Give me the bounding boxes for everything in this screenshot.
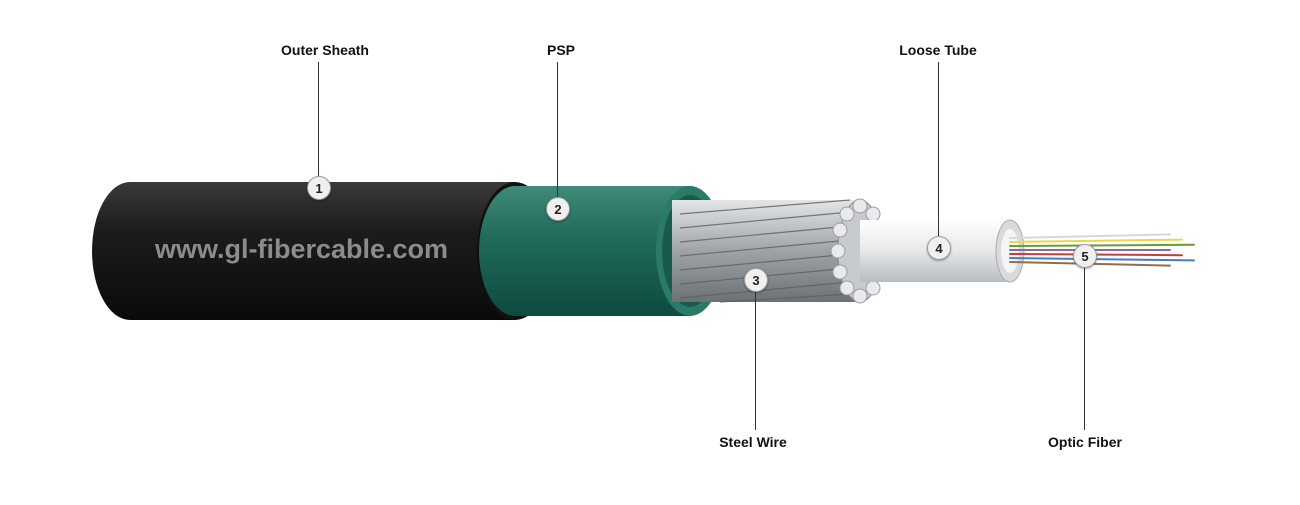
leader-line-steel-wire — [755, 292, 756, 430]
leader-line-loose-tube — [938, 62, 939, 236]
label-psp: PSP — [546, 42, 576, 58]
callout-badge-1: 1 — [307, 176, 331, 200]
label-outer-sheath: Outer Sheath — [281, 42, 369, 58]
callout-badge-3: 3 — [744, 268, 768, 292]
callout-badge-4: 4 — [927, 236, 951, 260]
steel-wire-shape — [672, 198, 890, 304]
leader-line-optic-fiber — [1084, 268, 1085, 430]
optic-fibers-shape — [1009, 233, 1195, 267]
leader-line-outer-sheath — [318, 62, 319, 176]
leader-line-psp — [557, 62, 558, 197]
callout-badge-5: 5 — [1073, 244, 1097, 268]
label-loose-tube: Loose Tube — [899, 42, 977, 58]
watermark-text: www.gl-fibercable.com — [154, 234, 448, 264]
optic-fiber-strand — [1009, 233, 1171, 239]
optic-fiber-strand — [1009, 257, 1195, 262]
optic-fiber-strand — [1009, 243, 1195, 247]
label-optic-fiber: Optic Fiber — [1048, 434, 1122, 450]
optic-fiber-strand — [1009, 238, 1183, 243]
callout-badge-2: 2 — [546, 197, 570, 221]
label-steel-wire: Steel Wire — [719, 434, 787, 450]
